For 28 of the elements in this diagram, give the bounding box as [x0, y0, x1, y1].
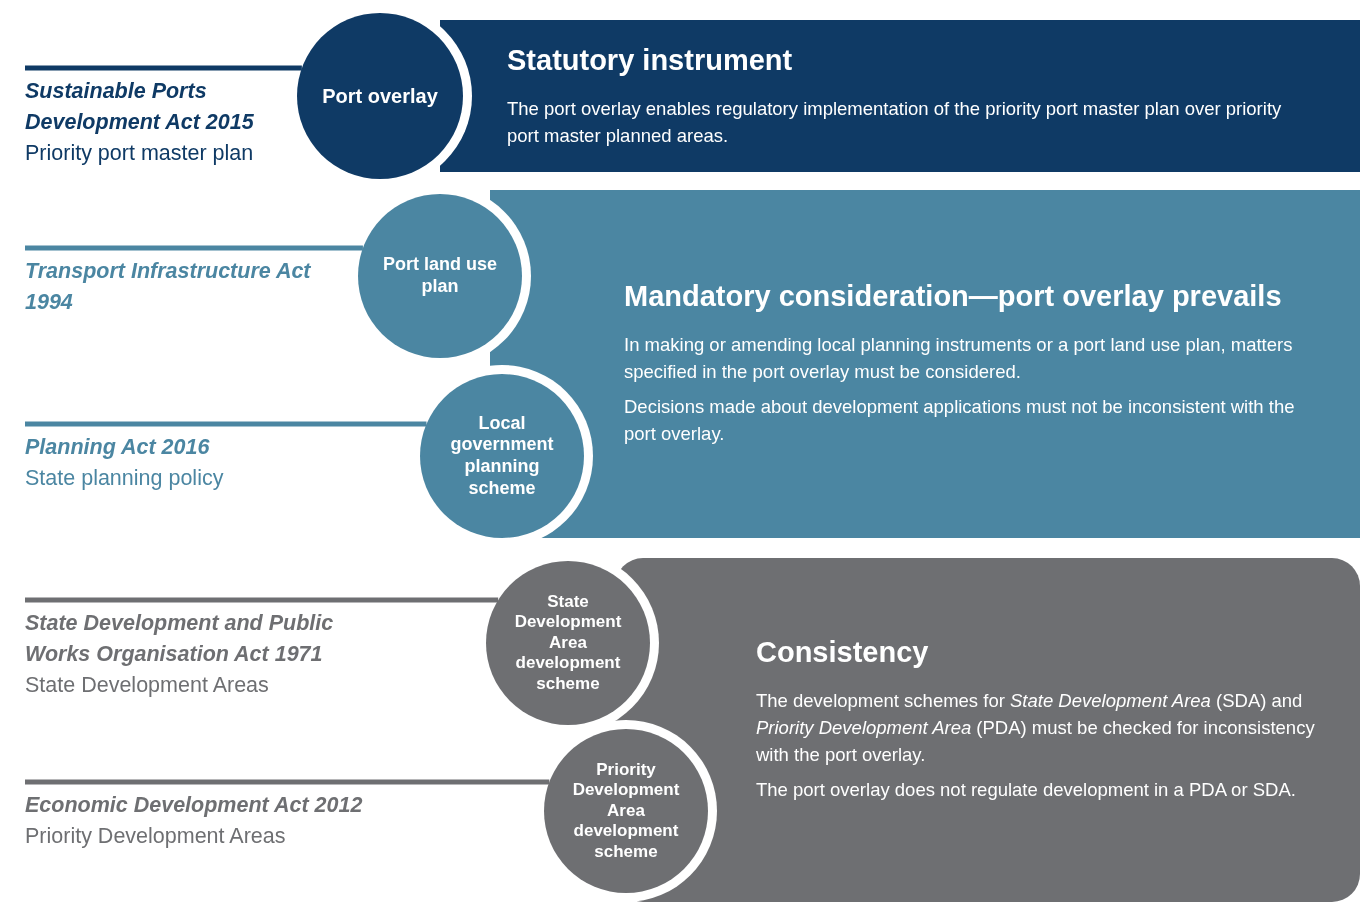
- band-heading: Consistency: [756, 636, 930, 669]
- circle: Local government planning scheme: [420, 374, 584, 538]
- band-text: The port overlay enables regulatory implementation of the priority port master plan over priority port master planned areas.: [507, 97, 1283, 148]
- band-heading: Statutory instrument: [507, 44, 794, 77]
- band-text: Decisions made about development applications must not be inconsistent with the port overlay.: [624, 395, 1296, 446]
- rule-line: [25, 245, 363, 251]
- band-panel: [440, 20, 1360, 172]
- circle: Priority Development Area development scheme: [544, 729, 708, 893]
- rule-line: [25, 597, 499, 603]
- act-subtitle: Priority port master plan: [25, 140, 255, 167]
- circle: Port overlay: [297, 13, 463, 179]
- circle: State Development Area development scheme: [486, 561, 650, 725]
- band-heading: Mandatory consideration—port overlay prevails: [624, 280, 1283, 313]
- act-subtitle: State planning policy: [25, 465, 225, 492]
- band-text: In making or amending local planning instruments or a port land use plan, matters specified in the port overlay must be considered.: [624, 333, 1294, 384]
- rule-line: [25, 779, 550, 785]
- act-name: Transport Infrastructure Act 1994: [25, 258, 312, 316]
- act-subtitle: State Development Areas: [25, 672, 270, 699]
- circle: Port land use plan: [358, 194, 522, 358]
- act-name: State Development and Public Works Organisation Act 1971: [25, 610, 335, 668]
- act-name: Planning Act 2016: [25, 434, 211, 461]
- rule-line: [25, 421, 427, 427]
- act-name: Economic Development Act 2012: [25, 792, 364, 819]
- rule-line: [25, 65, 302, 71]
- band-text: The port overlay does not regulate development in a PDA or SDA.: [756, 778, 1297, 802]
- act-subtitle: Priority Development Areas: [25, 823, 287, 850]
- act-name: Sustainable Ports Development Act 2015: [25, 78, 255, 136]
- band-text: The development schemes for State Development Area (SDA) and Priority Development Area (PDA) must be checked for inconsistency with the port overlay.: [756, 689, 1316, 767]
